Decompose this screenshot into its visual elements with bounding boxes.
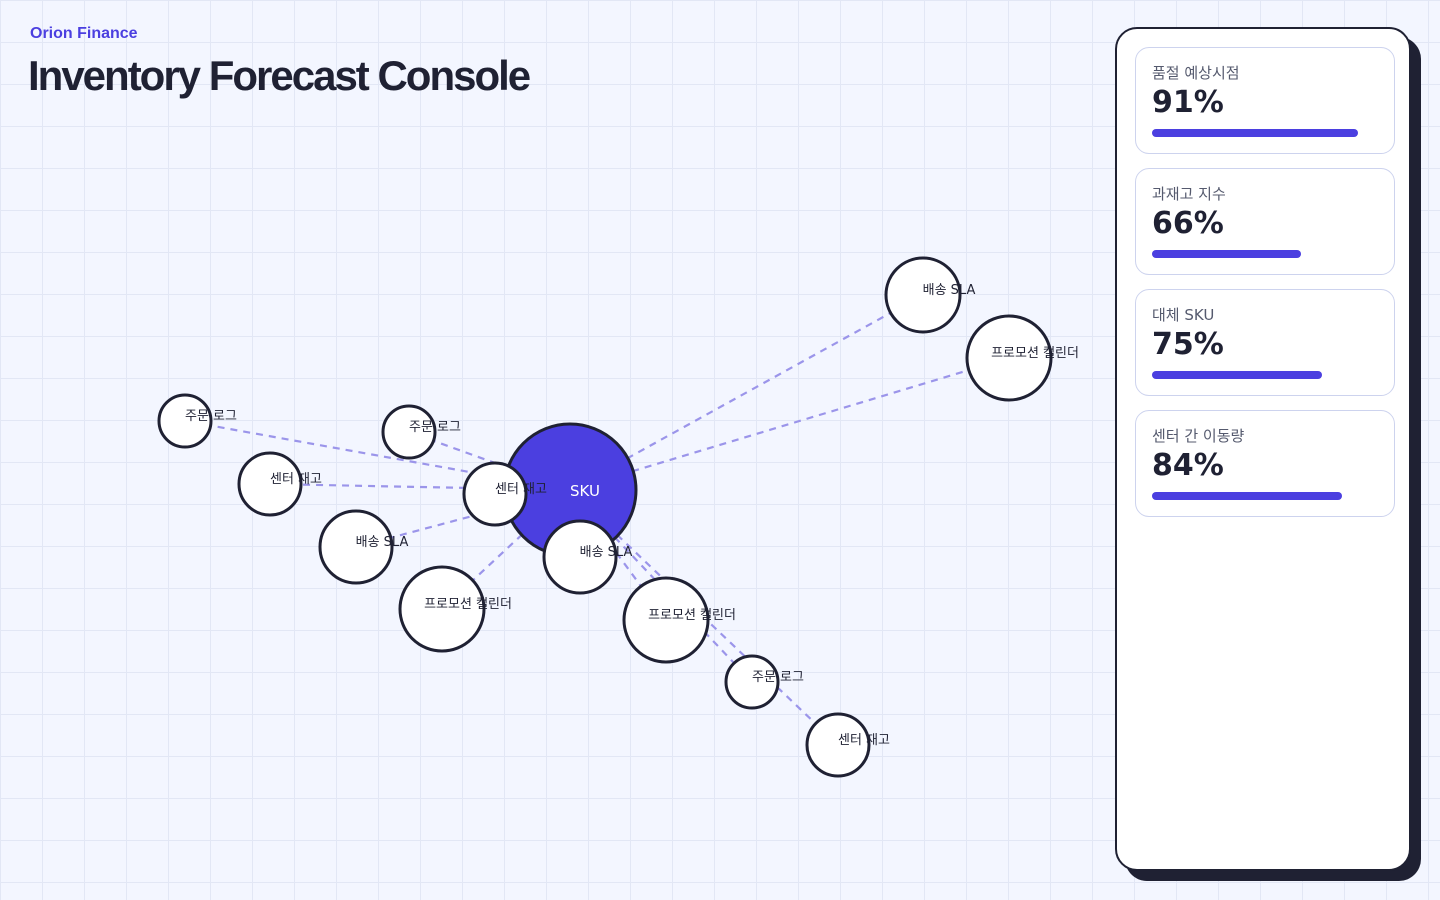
node-label: 프로모션 캘린더 [648,608,736,623]
node-circle [542,519,618,595]
node-label: 주문 로그 [752,670,804,685]
metric-label: 과재고 지수 [1152,185,1226,203]
node-label: 프로모션 캘린더 [424,597,512,612]
metric-label: 대체 SKU [1152,306,1215,324]
brand-name: Orion Finance [30,25,138,42]
metric-progress-bar [1152,250,1378,258]
graph-node[interactable] [318,509,394,585]
diagram-edge [569,356,1010,492]
node-circle [381,404,437,460]
node-label: 센터 재고 [270,472,322,487]
metric-value: 75% [1152,327,1224,362]
node-label: 센터 재고 [495,482,547,497]
metric-progress-fill [1152,371,1322,379]
metrics-panel: 품절 예상시점 91% 과재고 지수 66% 대체 SKU 75% 센터 간 이… [1115,27,1411,871]
node-label: 센터 재고 [838,733,890,748]
graph-node[interactable] [542,519,618,595]
node-circle [237,451,303,517]
metric-progress-fill [1152,129,1358,137]
node-label: 배송 SLA [580,545,633,560]
node-circle [462,461,528,527]
node-circle [805,712,871,778]
graph-node[interactable] [157,393,213,449]
graph-node[interactable] [805,712,871,778]
graph-node[interactable] [884,256,962,334]
graph-node[interactable] [237,451,303,517]
metric-label: 센터 간 이동량 [1152,427,1245,445]
node-circle [398,565,486,653]
node-circle [622,576,710,664]
metric-progress-bar [1152,371,1378,379]
metric-card[interactable]: 과재고 지수 66% [1135,168,1395,275]
node-label: 배송 SLA [923,283,976,298]
page-title: Inventory Forecast Console [28,52,531,99]
metric-label: 품절 예상시점 [1152,64,1240,82]
node-circle [884,256,962,334]
graph-node[interactable] [965,314,1053,402]
node-label: 주문 로그 [409,420,461,435]
graph-node[interactable] [724,654,780,710]
metric-card[interactable]: 품절 예상시점 91% [1135,47,1395,154]
node-circle [318,509,394,585]
metric-progress-bar [1152,129,1378,137]
graph-node[interactable] [462,461,528,527]
metric-progress-fill [1152,492,1342,500]
node-circle [965,314,1053,402]
node-circle [157,393,213,449]
metric-progress-fill [1152,250,1302,258]
metric-progress-bar [1152,492,1378,500]
graph-node[interactable] [381,404,437,460]
hub-label: SKU [570,482,600,500]
metric-card[interactable]: 센터 간 이동량 84% [1135,410,1395,517]
graph-node[interactable] [398,565,486,653]
node-circle [724,654,780,710]
metric-value: 66% [1152,206,1224,241]
node-label: 주문 로그 [185,409,237,424]
node-label: 배송 SLA [356,535,409,550]
metric-value: 91% [1152,85,1224,120]
graph-node[interactable] [622,576,710,664]
diagram-edge [269,482,571,492]
metric-value: 84% [1152,448,1224,483]
node-label: 프로모션 캘린더 [991,346,1079,361]
metric-card[interactable]: 대체 SKU 75% [1135,289,1395,396]
